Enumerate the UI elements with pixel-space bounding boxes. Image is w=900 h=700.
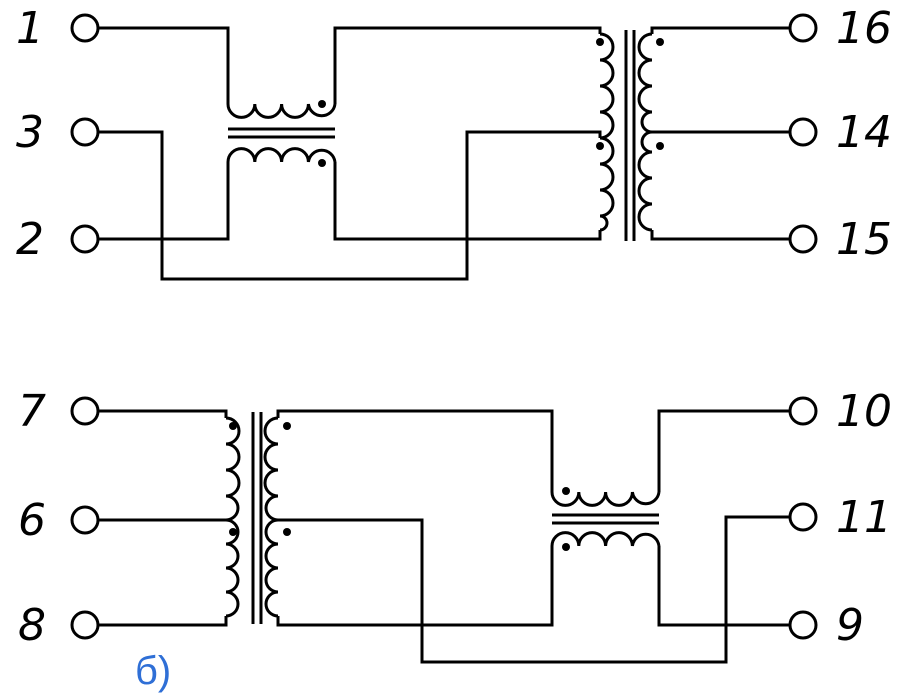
terminal-3[interactable]	[70, 117, 100, 147]
polarity-dot	[562, 487, 570, 495]
wire-transformer-to-choke-top	[276, 409, 554, 492]
wire-pin2	[98, 162, 230, 241]
pin-label-11: 11	[836, 492, 892, 543]
pin-label-10: 10	[836, 386, 892, 437]
choke-top-winding-lower	[226, 147, 337, 163]
terminal-7[interactable]	[70, 396, 100, 426]
wire-transformer-center-to-pin11	[278, 515, 790, 664]
transformer-bottom-primary-lower	[225, 518, 240, 618]
pin-label-2: 2	[16, 214, 44, 265]
top-circuit: 1 3 2 16 14 15	[16, 3, 892, 281]
pin-label-7: 7	[18, 386, 46, 437]
polarity-dot	[318, 159, 326, 167]
choke-bottom-winding-lower	[550, 531, 661, 547]
terminal-10[interactable]	[788, 396, 818, 426]
polarity-dot	[283, 528, 291, 536]
terminal-6[interactable]	[70, 505, 100, 535]
polarity-dot	[283, 422, 291, 430]
wire-choke-bottom-to-transformer	[333, 162, 602, 241]
transformer-bottom-secondary-lower	[264, 518, 279, 618]
terminal-16[interactable]	[788, 13, 818, 43]
wire-pin10	[657, 409, 790, 492]
pin-label-15: 15	[836, 214, 892, 265]
wire-pin9	[657, 546, 790, 627]
polarity-dot	[596, 38, 604, 46]
transformer-bottom-secondary-upper	[263, 416, 279, 522]
choke-top-winding-upper	[226, 103, 337, 119]
terminal-9[interactable]	[788, 610, 818, 640]
pin-label-1: 1	[16, 3, 44, 54]
polarity-dot	[229, 528, 237, 536]
polarity-dot	[656, 142, 664, 150]
wire-pin15	[650, 230, 790, 241]
terminal-11[interactable]	[788, 502, 818, 532]
figure-caption: б)	[135, 649, 171, 693]
terminal-15[interactable]	[788, 224, 818, 254]
transformer-top-secondary-upper	[637, 32, 653, 134]
transformer-top-secondary-lower	[637, 130, 653, 232]
wire-transformer-to-choke-bottom	[276, 546, 554, 627]
polarity-dot	[562, 543, 570, 551]
transformer-bottom-primary-upper	[225, 416, 241, 522]
terminal-14[interactable]	[788, 117, 818, 147]
terminal-1[interactable]	[70, 13, 100, 43]
wire-pin1	[98, 26, 230, 104]
pin-label-9: 9	[836, 600, 864, 651]
wire-pin8	[98, 616, 228, 627]
transformer-top-primary-upper	[599, 32, 615, 140]
transformer-top-primary-lower	[599, 136, 615, 232]
choke-bottom-winding-upper	[550, 491, 661, 507]
bottom-circuit: 7 6 8 10 11 9	[18, 386, 892, 664]
polarity-dot	[656, 38, 664, 46]
wire-choke-top-to-transformer	[333, 26, 602, 104]
pin-label-3: 3	[16, 107, 44, 158]
terminal-8[interactable]	[70, 610, 100, 640]
wire-pin3	[98, 130, 602, 281]
pin-label-16: 16	[836, 3, 892, 54]
pin-label-8: 8	[18, 600, 46, 651]
wire-pin16	[650, 26, 790, 34]
polarity-dot	[318, 100, 326, 108]
pin-label-6: 6	[18, 495, 46, 546]
polarity-dot	[596, 142, 604, 150]
polarity-dot	[229, 422, 237, 430]
terminal-2[interactable]	[70, 224, 100, 254]
pin-label-14: 14	[836, 107, 892, 158]
wire-pin7	[98, 409, 228, 418]
